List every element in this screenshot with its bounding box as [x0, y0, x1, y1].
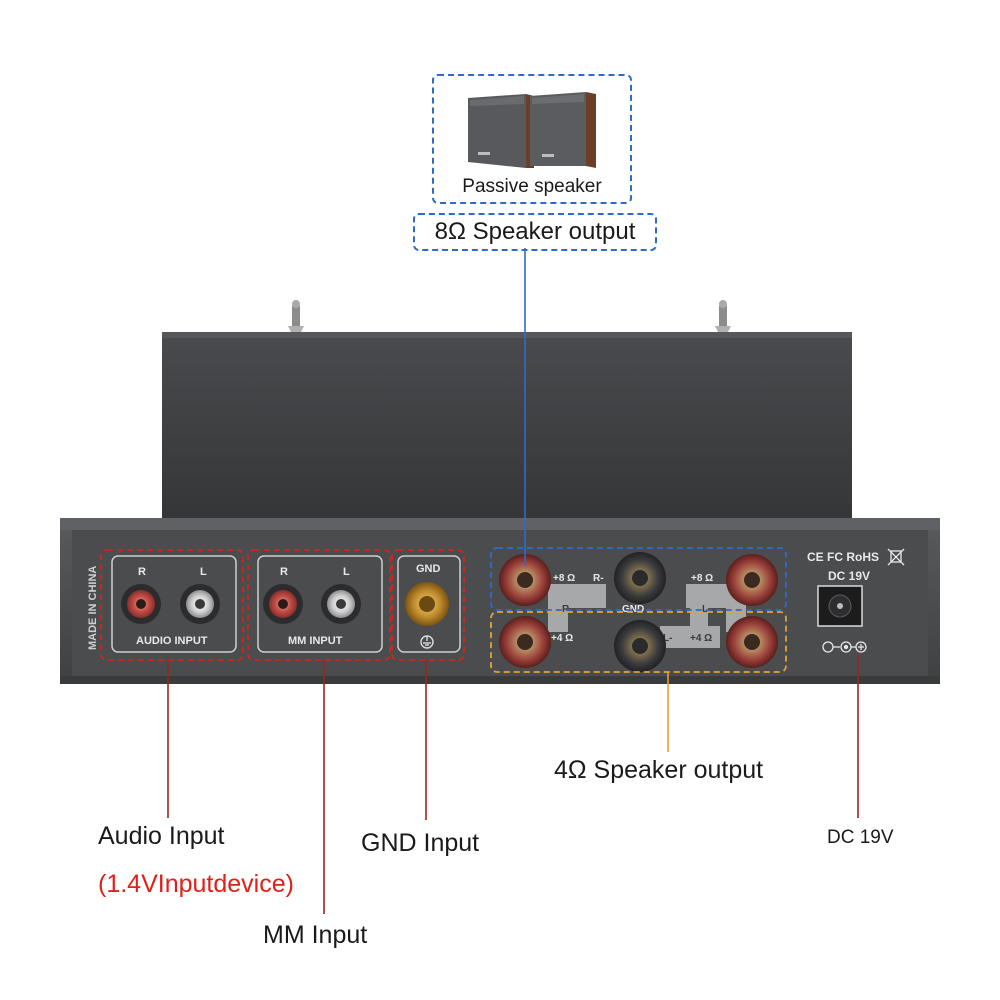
mm-input-frame — [257, 555, 383, 653]
audio-input-highlight — [100, 549, 244, 661]
certification-marks: CE FC RoHS — [807, 550, 879, 564]
made-in-china-text: MADE IN CHINA — [87, 566, 99, 650]
label-top-right: +8 Ω — [691, 573, 713, 584]
mm-input-panel-label: MM INPUT — [288, 635, 343, 647]
audio-input-panel-label: AUDIO INPUT — [136, 635, 208, 647]
mm-input-highlight — [247, 549, 391, 661]
audio-input-l-label: L — [200, 566, 207, 578]
weee-bin-icon — [887, 548, 905, 566]
ground-symbol-icon — [420, 635, 434, 649]
four-ohm-callout: 4Ω Speaker output — [554, 756, 764, 784]
tube-tip-left — [288, 300, 304, 334]
passive-speaker-box: Passive speaker — [432, 74, 632, 204]
post-4ohm-r-plus[interactable] — [499, 616, 551, 668]
audio-input-callout: Audio Input — [98, 822, 225, 850]
label-mid-center: GND — [622, 604, 644, 615]
label-mid-right: L — [702, 604, 708, 615]
post-l-minus[interactable] — [614, 620, 666, 672]
speaker-caption: Passive speaker — [462, 176, 602, 197]
gnd-panel-label: GND — [416, 563, 441, 575]
audio-input-frame — [111, 555, 237, 653]
eight-ohm-label: 8Ω Speaker output — [434, 218, 636, 245]
eight-ohm-highlight — [490, 547, 787, 611]
speaker-icon — [468, 92, 596, 168]
tube-tip-right — [715, 300, 731, 334]
transformer-cover — [162, 332, 852, 518]
post-r-minus[interactable] — [614, 552, 666, 604]
gnd-frame — [397, 555, 461, 653]
gnd-highlight — [391, 549, 465, 661]
audio-input-note: (1.4VInputdevice) — [98, 870, 294, 898]
label-bottom-left: +4 Ω — [551, 633, 573, 644]
label-bottom-mid: L- — [663, 633, 672, 644]
label-top-mid-right: R- — [593, 573, 604, 584]
dc-polarity-icon — [822, 641, 867, 653]
dc-callout: DC 19V — [827, 827, 894, 848]
post-8ohm-l-plus[interactable] — [726, 554, 778, 606]
audio-input-r-label: R — [138, 566, 146, 578]
dc-panel-label: DC 19V — [828, 569, 870, 583]
mm-input-l-label: L — [343, 566, 350, 578]
mm-input-callout: MM Input — [263, 921, 368, 949]
label-bottom-right: +4 Ω — [690, 633, 712, 644]
post-8ohm-r-plus[interactable] — [499, 554, 551, 606]
post-4ohm-l-plus[interactable] — [726, 616, 778, 668]
mm-input-r-label: R — [280, 566, 288, 578]
gnd-input-callout: GND Input — [361, 829, 480, 857]
four-ohm-highlight — [490, 611, 787, 673]
eight-ohm-label-box: 8Ω Speaker output — [413, 213, 657, 251]
label-top-left: +8 Ω — [553, 573, 575, 584]
